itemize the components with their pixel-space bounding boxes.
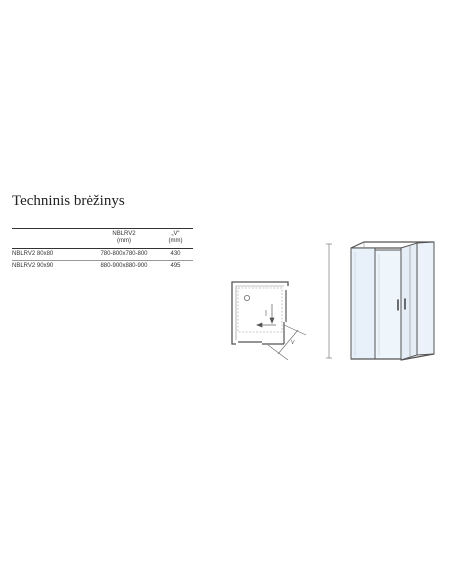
cell-v: 495: [170, 263, 181, 269]
wall-inner-outline: [235, 285, 284, 340]
table-row: NBLRV2 80x80 780-800x780-800 430: [12, 249, 193, 261]
side-glass-panels: [400, 241, 435, 361]
plan-view-drawing: V: [231, 281, 307, 361]
header-dimensions: NBLRV2 (mm): [112, 231, 136, 244]
elevation-drawing: 1950: [326, 241, 435, 361]
height-dimension-line: [326, 243, 332, 359]
header-model: [12, 229, 90, 249]
cell-dimensions: 880-900x880-900: [100, 263, 148, 269]
cell-model: NBLRV2 90x90: [12, 263, 54, 269]
drain-icon: [243, 294, 250, 301]
v-dimension-line: [267, 324, 307, 361]
cell-model: NBLRV2 80x80: [12, 251, 54, 257]
front-glass-panels: [350, 247, 402, 360]
page-title: Techninis brėžinys: [12, 193, 125, 209]
door-handles: [397, 298, 406, 311]
spec-table: NBLRV2 (mm) „V“ (mm) NBLRV2 80x80 780-80…: [12, 228, 193, 272]
sliding-direction-arrows: [256, 304, 276, 328]
bottom-frame: [351, 353, 435, 361]
cell-dimensions: 780-800x780-800: [100, 251, 148, 257]
enclosure-panels: [238, 290, 287, 345]
header-v: „V“ (mm): [168, 231, 183, 244]
cell-v: 430: [170, 251, 181, 257]
back-frame-line: [363, 242, 411, 358]
shower-tray: [237, 287, 283, 333]
v-dimension-label: V: [291, 340, 295, 346]
table-header-row: NBLRV2 (mm) „V“ (mm): [12, 228, 193, 249]
wall-outline: [231, 281, 289, 345]
table-row: NBLRV2 90x90 880-900x880-900 495: [12, 261, 193, 273]
glass-highlight-lines: [354, 252, 380, 356]
height-dimension-label: 1950: [326, 297, 327, 308]
